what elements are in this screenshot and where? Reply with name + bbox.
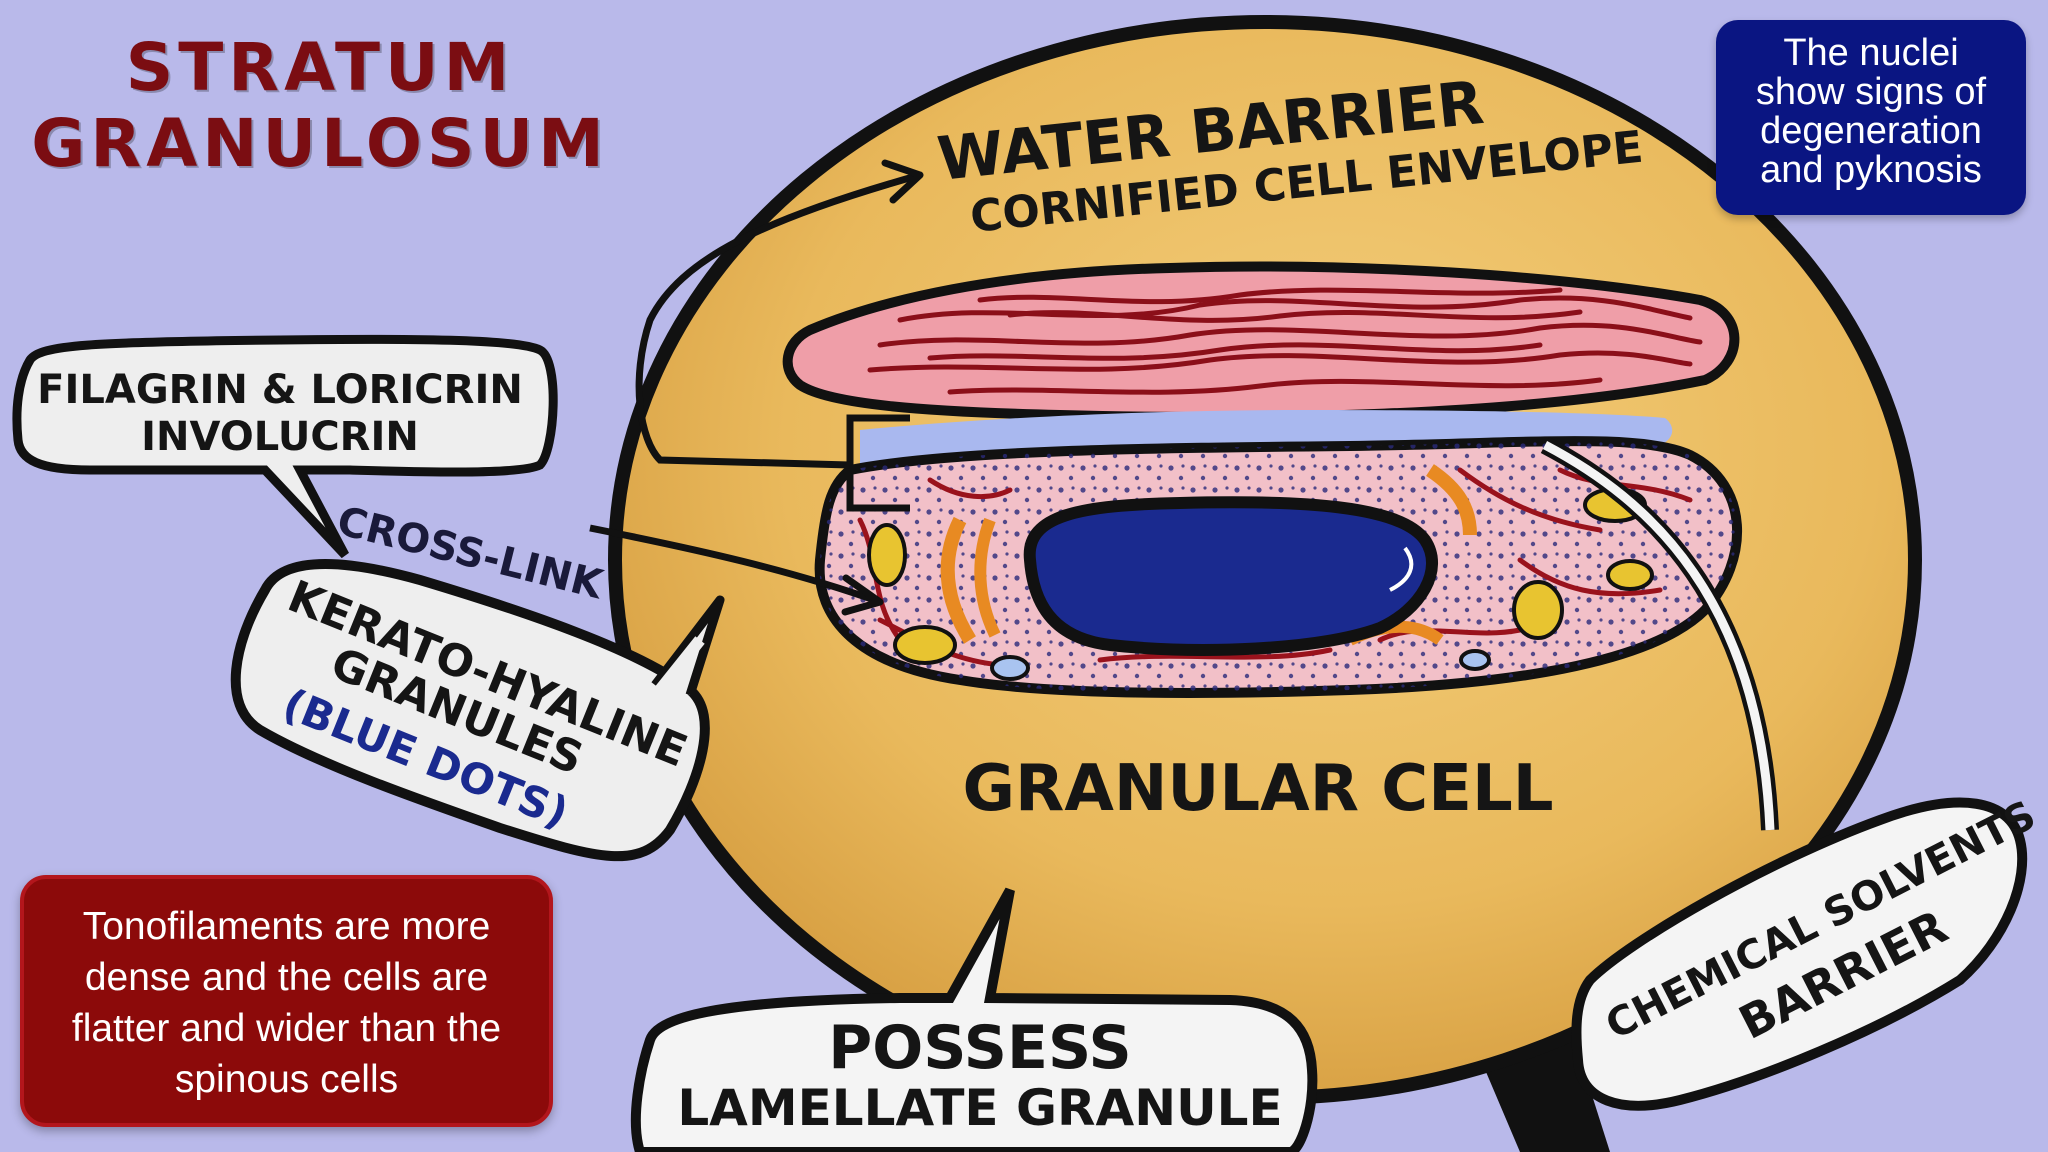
- title-line1: STRATUM: [125, 29, 515, 106]
- info-line: degeneration: [1760, 110, 1982, 152]
- nucleus: [1023, 496, 1439, 656]
- possess-label-line1: POSSESS: [828, 1013, 1131, 1083]
- arrow-cross-link: [589, 524, 882, 606]
- possess-label-line2: LAMELLATE GRANULE: [677, 1079, 1282, 1137]
- tonofilaments-note-box: Tonofilaments are more dense and the cel…: [20, 875, 553, 1127]
- filagrin-label-line2: INVOLUCRIN: [141, 414, 419, 460]
- filagrin-label-line1: FILAGRIN & LORICRIN: [37, 367, 523, 413]
- note-line: dense and the cells are: [84, 956, 489, 999]
- chemical-solvents-callout: [1571, 797, 2028, 1111]
- granular-cell-label: GRANULAR CELL: [963, 752, 1554, 826]
- filagrin-callout: [12, 334, 558, 559]
- info-line: show signs of: [1755, 71, 1987, 113]
- info-line: The nuclei: [1783, 32, 1959, 74]
- note-line: Tonofilaments are more: [82, 905, 491, 948]
- page-title: STRATUM GRANULOSUM: [20, 30, 620, 182]
- arrow-water-barrier: [635, 171, 921, 469]
- nuclei-info-box: The nuclei show signs of degeneration an…: [1716, 20, 2026, 215]
- note-line: spinous cells: [174, 1058, 399, 1101]
- info-line: and pyknosis: [1760, 149, 1982, 191]
- possess-callout: [630, 887, 1318, 1152]
- envelope-keratin-fibers: [867, 287, 1703, 395]
- kerato-hyaline-callout: [230, 558, 725, 862]
- note-line: flatter and wider than the: [71, 1007, 502, 1050]
- title-line2: GRANULOSUM: [31, 105, 609, 182]
